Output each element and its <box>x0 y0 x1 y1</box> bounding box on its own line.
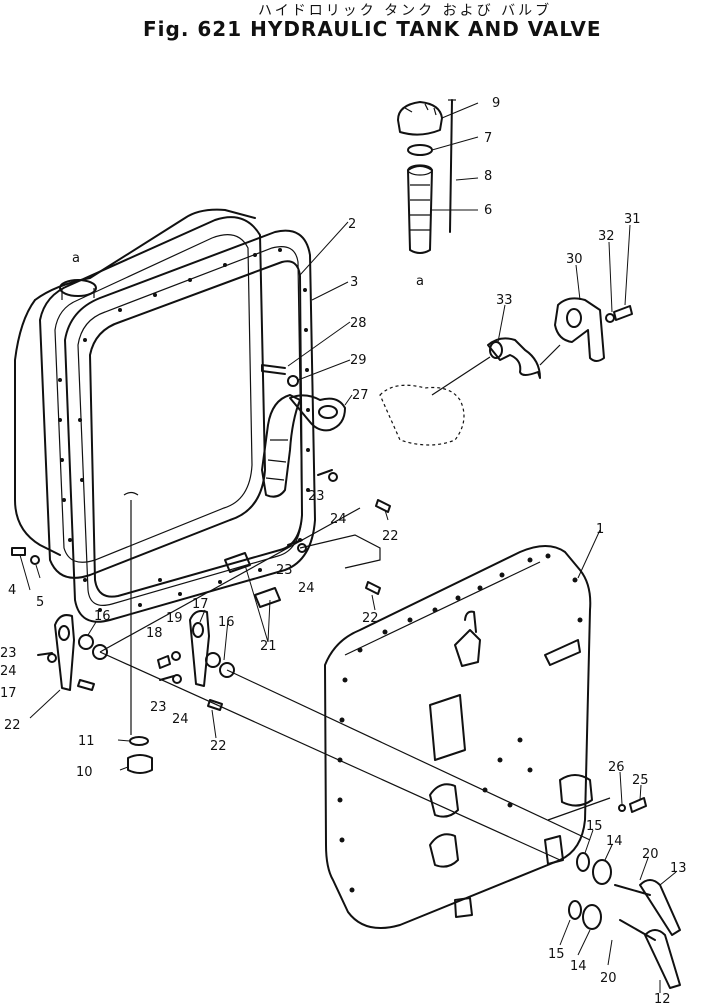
callout-32: 32 <box>598 229 615 244</box>
callout-20-b: 20 <box>600 971 617 986</box>
washer-29 <box>287 375 299 387</box>
callout-21: 21 <box>260 639 277 654</box>
figure-title: Fig. 621 HYDRAULIC TANK AND VALVE <box>143 17 602 41</box>
tank-flange <box>39 216 266 579</box>
callout-4: 4 <box>8 583 16 598</box>
callout-14-b: 14 <box>570 959 587 974</box>
callout-a-filter: a <box>416 274 424 289</box>
drain-plug-10 <box>127 754 153 774</box>
o-ring-11 <box>129 736 149 746</box>
flange-holes <box>58 248 310 612</box>
pipe-hidden-outline <box>379 384 465 446</box>
valve-body <box>324 545 593 929</box>
callout-30: 30 <box>566 252 583 267</box>
callout-22-d: 22 <box>210 739 227 754</box>
callout-14-a: 14 <box>606 834 623 849</box>
suction-strainer <box>261 394 346 498</box>
callout-5: 5 <box>36 595 44 610</box>
callout-24-a: 24 <box>330 512 347 527</box>
callout-23-b: 23 <box>276 563 293 578</box>
callout-3: 3 <box>350 275 358 290</box>
callout-18: 18 <box>146 626 163 641</box>
callout-23-d: 23 <box>150 700 167 715</box>
callout-26: 26 <box>608 760 625 775</box>
callout-25: 25 <box>632 773 649 788</box>
gasket-inner <box>89 260 303 598</box>
callout-17-a: 17 <box>0 686 17 701</box>
elbow-30 <box>539 297 605 366</box>
callout-16-a: 16 <box>94 609 111 624</box>
callout-11: 11 <box>78 734 95 749</box>
callout-a-tank: a <box>72 251 80 266</box>
title-japanese: ハイドロリック タンク および バルブ <box>258 3 553 19</box>
callout-24-d: 24 <box>172 712 189 727</box>
callout-29: 29 <box>350 353 367 368</box>
pipe-33 <box>431 337 541 396</box>
callout-17-b: 17 <box>192 597 209 612</box>
drain-port-mark <box>123 491 139 496</box>
callout-10: 10 <box>76 765 93 780</box>
callout-20-a: 20 <box>642 847 659 862</box>
fasteners <box>37 469 391 711</box>
callout-33: 33 <box>496 293 513 308</box>
bolt-28 <box>261 364 286 375</box>
callout-9: 9 <box>492 96 500 111</box>
callout-7: 7 <box>484 131 492 146</box>
callout-22-b: 22 <box>362 611 379 626</box>
callout-24-c: 24 <box>0 664 17 679</box>
callout-23-a: 23 <box>308 489 325 504</box>
callout-13: 13 <box>670 861 687 876</box>
callout-15-b: 15 <box>548 947 565 962</box>
callout-6: 6 <box>484 203 492 218</box>
callout-22-a: 22 <box>382 529 399 544</box>
bolt-4 <box>11 547 26 556</box>
tank-body <box>14 208 256 556</box>
callout-16-b: 16 <box>218 615 235 630</box>
callout-2: 2 <box>348 217 356 232</box>
washer-5 <box>30 555 40 565</box>
callout-1: 1 <box>596 522 604 537</box>
callout-19: 19 <box>166 611 183 626</box>
callout-24-b: 24 <box>298 581 315 596</box>
callout-15-a: 15 <box>586 819 603 834</box>
callout-labels: 9 7 8 6 a a 2 3 31 32 30 33 28 29 27 23 … <box>0 96 687 1005</box>
callout-8: 8 <box>484 169 492 184</box>
callout-12: 12 <box>654 992 671 1005</box>
washer-32 <box>605 313 615 323</box>
leader-lines <box>19 102 677 993</box>
assembly-axis-lines <box>99 507 591 861</box>
callout-28: 28 <box>350 316 367 331</box>
valve-brackets <box>54 552 281 691</box>
callout-23-c: 23 <box>0 646 17 661</box>
callout-22-c: 22 <box>4 718 21 733</box>
valve-small-parts <box>547 797 681 989</box>
filter-assembly <box>397 99 456 254</box>
callout-31: 31 <box>624 212 641 227</box>
callout-27: 27 <box>352 388 369 403</box>
bolt-31 <box>613 305 633 321</box>
